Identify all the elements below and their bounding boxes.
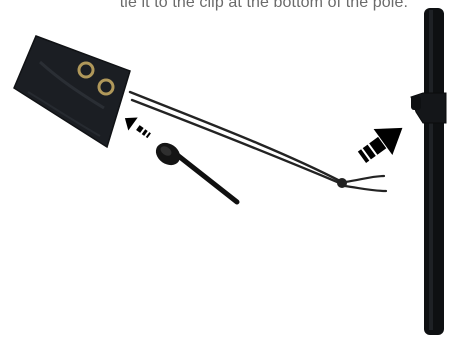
bag — [14, 36, 130, 147]
cord-strand-b — [132, 100, 342, 184]
arrow-left-up-icon — [120, 112, 154, 143]
arrow-bar — [142, 129, 148, 136]
pole-highlight — [429, 10, 433, 330]
grommet-icon — [99, 80, 113, 94]
cord-tail-b — [345, 186, 386, 191]
arrow-head — [120, 112, 137, 131]
pole-shaft — [424, 8, 444, 335]
arrow-bar — [136, 125, 144, 133]
cord-strand-a — [130, 92, 342, 182]
stake — [152, 138, 237, 202]
cord — [130, 92, 386, 191]
pole — [411, 8, 446, 335]
arrow-right-up-icon — [353, 115, 412, 170]
arrow-bar — [146, 132, 151, 138]
stake-shaft — [176, 154, 237, 202]
grommet-icon — [79, 63, 93, 77]
pole-clip-tab — [411, 96, 421, 110]
cord-tail-a — [345, 176, 384, 182]
